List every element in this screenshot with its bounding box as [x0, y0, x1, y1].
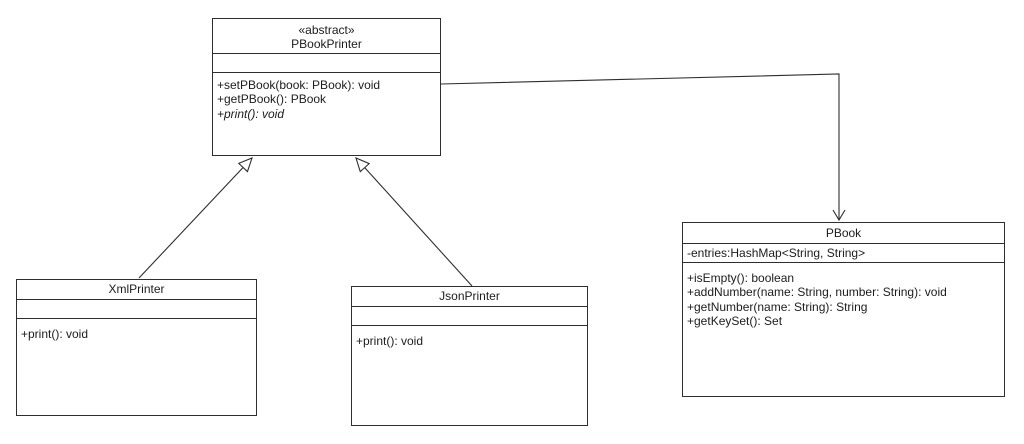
method-print-abstract: +print(): void	[217, 106, 285, 121]
class-header-pbook: PBook	[683, 223, 1004, 243]
attributes-compartment-pbookprinter	[213, 53, 440, 72]
methods-compartment-jsonprinter: +print(): void	[352, 325, 587, 425]
class-header-jsonprinter: JsonPrinter	[352, 287, 587, 306]
class-name-jsonprinter: JsonPrinter	[439, 289, 500, 303]
method-isempty: +isEmpty(): boolean	[687, 271, 795, 285]
method-setpbook: +setPBook(book: PBook): void	[217, 78, 381, 92]
method-addnumber: +addNumber(name: String, number: String)…	[687, 285, 947, 300]
class-header-xmlprinter: XmlPrinter	[17, 280, 256, 299]
class-box-pbookprinter[interactable]: «abstract» PBookPrinter +setPBook(book: …	[212, 18, 441, 156]
class-box-xmlprinter[interactable]: XmlPrinter +print(): void	[16, 279, 257, 416]
attributes-compartment-pbook: -entries:HashMap<String, String>	[683, 243, 1004, 262]
class-name-pbookprinter: PBookPrinter	[291, 37, 362, 52]
method-print-xml: +print(): void	[21, 327, 89, 341]
attributes-compartment-xmlprinter	[17, 299, 256, 318]
stereotype-label: «abstract»	[298, 23, 355, 37]
method-print-json: +print(): void	[356, 334, 424, 348]
methods-compartment-pbookprinter: +setPBook(book: PBook): void +getPBook()…	[213, 72, 440, 155]
class-box-jsonprinter[interactable]: JsonPrinter +print(): void	[351, 286, 588, 426]
method-getnumber: +getNumber(name: String): String	[687, 299, 868, 314]
class-box-pbook[interactable]: PBook -entries:HashMap<String, String> +…	[682, 222, 1005, 397]
generalization-edge-jsonprinter-to-pbookprinter[interactable]	[355, 157, 473, 287]
class-header-pbookprinter: «abstract» PBookPrinter	[213, 19, 440, 53]
class-name-xmlprinter: XmlPrinter	[108, 282, 165, 296]
method-getkeyset: +getKeySet(): Set	[687, 314, 783, 329]
method-getpbook: +getPBook(): PBook	[217, 92, 327, 107]
methods-compartment-pbook: +isEmpty(): boolean +addNumber(name: Str…	[683, 262, 1004, 396]
methods-compartment-xmlprinter: +print(): void	[17, 318, 256, 415]
attributes-compartment-jsonprinter	[352, 306, 587, 325]
class-name-pbook: PBook	[825, 226, 862, 240]
association-edge-pbookprinter-to-pbook[interactable]	[440, 73, 846, 222]
generalization-edge-xmlprinter-to-pbookprinter[interactable]	[138, 157, 253, 279]
attribute-entries: -entries:HashMap<String, String>	[687, 246, 866, 260]
